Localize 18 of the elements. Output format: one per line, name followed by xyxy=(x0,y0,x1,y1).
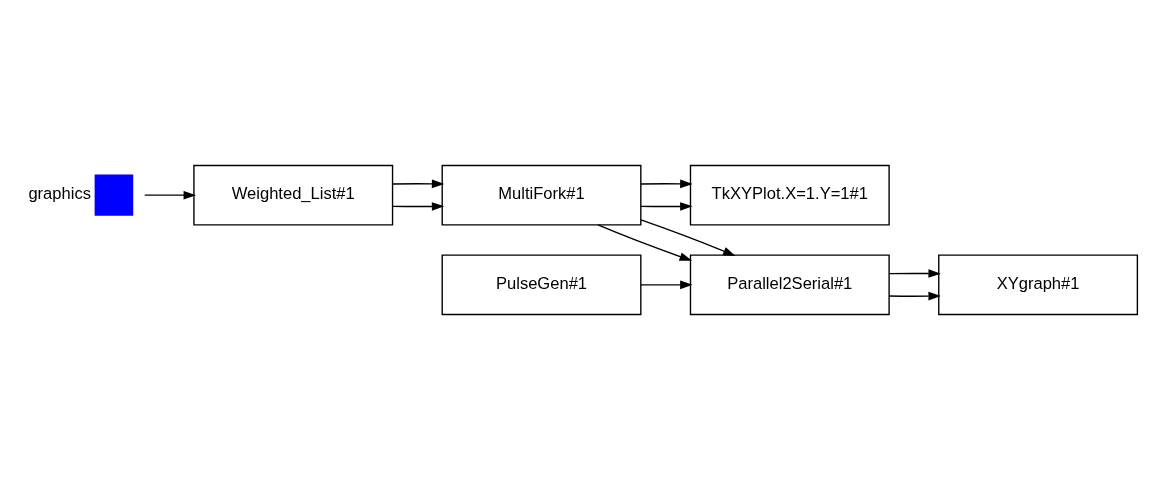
arrow xyxy=(888,268,941,278)
arrow xyxy=(640,201,693,211)
node-box xyxy=(94,174,134,216)
arrow xyxy=(597,223,693,261)
node-box: Parallel2Serial#1 xyxy=(689,254,890,315)
node-box: MultiFork#1 xyxy=(441,164,642,225)
node-box: TkXYPlot.X=1.Y=1#1 xyxy=(689,164,890,225)
arrow xyxy=(888,291,941,300)
arrow xyxy=(144,190,196,200)
arrow xyxy=(392,179,445,188)
node-box: XYgraph#1 xyxy=(938,254,1139,315)
node-box: PulseGen#1 xyxy=(441,254,642,315)
node-label: graphics xyxy=(28,183,91,203)
arrow xyxy=(640,179,693,188)
arrow xyxy=(640,279,693,289)
node-box: Weighted_List#1 xyxy=(193,164,394,225)
arrow xyxy=(640,218,736,256)
arrow xyxy=(392,201,445,211)
